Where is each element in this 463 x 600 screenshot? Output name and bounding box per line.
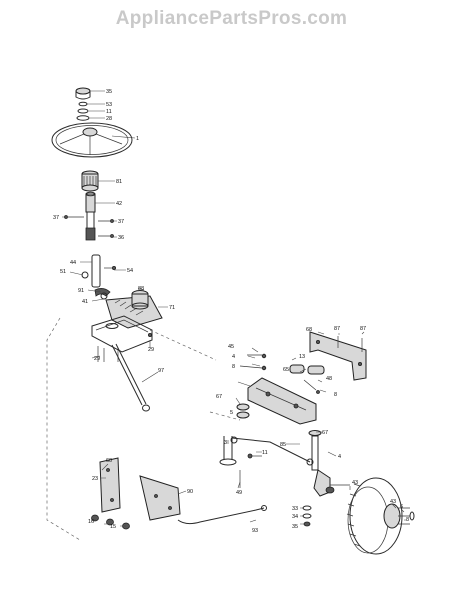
- callout-label: 3: [224, 440, 227, 446]
- callout-label: 5: [230, 410, 233, 416]
- callout-label: 48: [326, 376, 332, 382]
- callout-label: 93: [252, 528, 258, 534]
- callout-label: 37: [53, 215, 59, 221]
- small-hardware: [81, 265, 117, 300]
- callout-label: 97: [158, 368, 164, 374]
- axle-bushings: [236, 403, 250, 419]
- callout-label: 35: [292, 524, 298, 530]
- front-axle: [247, 377, 317, 425]
- callout-label: 87: [334, 326, 340, 332]
- callout-label: 8: [334, 392, 337, 398]
- callout-label: 8: [232, 364, 235, 370]
- callout-label: 54: [127, 268, 133, 274]
- callout-label: 1: [136, 136, 139, 142]
- callout-label: 37: [118, 219, 124, 225]
- callout-label: 11: [106, 109, 112, 115]
- callout-label: 68: [306, 327, 312, 333]
- steering-shaft: [85, 211, 101, 288]
- tie-rod: [230, 436, 314, 466]
- callout-label: 41: [82, 299, 88, 305]
- callout-label: 43: [352, 480, 358, 486]
- spindle: [308, 430, 350, 497]
- front-wheel: [346, 477, 415, 555]
- callout-label: 33: [292, 506, 298, 512]
- callout-label: 6: [400, 504, 403, 510]
- callout-label: 36: [118, 235, 124, 241]
- axle-support-bracket: [309, 331, 367, 381]
- callout-labels: 35 53 11 28 1 81 42 37 37 36 44 51 54 91…: [53, 89, 409, 534]
- steering-bracket: [91, 315, 153, 362]
- nut-washer-stack: [76, 101, 90, 121]
- callout-label: 87: [360, 326, 366, 332]
- callout-label: 43: [390, 499, 396, 505]
- callout-label: 29: [94, 356, 100, 362]
- callout-label: 65: [283, 367, 289, 373]
- callout-label: 67: [322, 430, 328, 436]
- callout-label: 85: [280, 442, 286, 448]
- callout-label: 60: [106, 458, 112, 464]
- callout-label: 13: [299, 354, 305, 360]
- drag-link: [111, 343, 150, 412]
- callout-label: 15: [110, 524, 116, 530]
- callout-label: 4: [338, 454, 341, 460]
- steering-rod: [177, 505, 267, 525]
- pivot-bolts: [239, 353, 325, 394]
- callout-label: 34: [292, 514, 298, 520]
- callout-label: 44: [70, 260, 76, 266]
- callout-label: 29: [148, 347, 154, 353]
- steering-gear: [105, 290, 163, 329]
- callout-label: 88: [138, 286, 144, 292]
- callout-label: 53: [106, 102, 112, 108]
- callout-label: 49: [236, 490, 242, 496]
- spindle-lower-hardware: [302, 486, 335, 527]
- spindle-parts: [219, 436, 262, 488]
- watermark-text: AppliancePartsPros.com: [115, 8, 348, 29]
- callout-label: 42: [116, 201, 122, 207]
- callout-label: 67: [216, 394, 222, 400]
- leader-lines: [62, 90, 406, 527]
- callout-label: 51: [60, 269, 66, 275]
- steering-shaft-upper: [85, 191, 96, 213]
- steering-cap: [75, 87, 91, 100]
- callout-label: 71: [169, 305, 175, 311]
- callout-label: 35: [106, 89, 112, 95]
- callout-label: 28: [106, 116, 112, 122]
- callout-label: 4: [232, 354, 235, 360]
- steering-support-bracket: [99, 457, 181, 521]
- callout-label: 11: [262, 450, 268, 456]
- callout-label: 91: [78, 288, 84, 294]
- callout-label: 45: [228, 344, 234, 350]
- callout-label: 8: [406, 517, 409, 523]
- steering-wheel: [51, 122, 133, 158]
- callout-label: 90: [187, 489, 193, 495]
- callout-label: 81: [116, 179, 122, 185]
- callout-label: 16: [88, 519, 94, 525]
- steering-adapter: [81, 170, 99, 192]
- assembly-guide-lines: [46, 317, 241, 541]
- callout-label: 23: [92, 476, 98, 482]
